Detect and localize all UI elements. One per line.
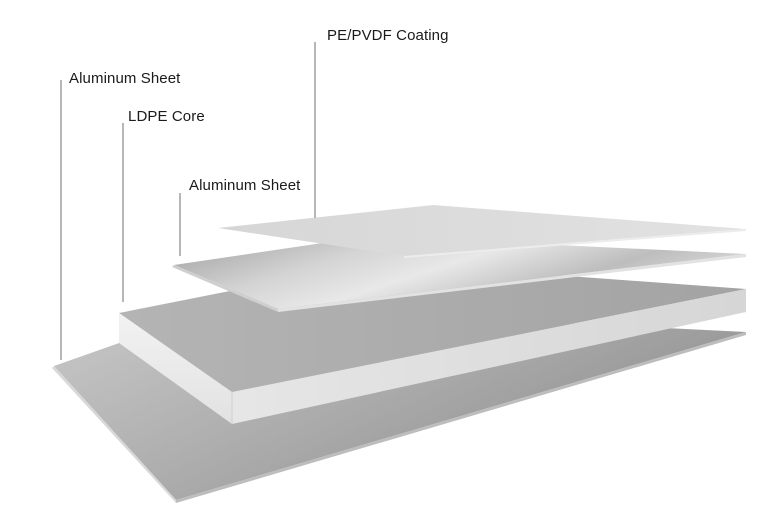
label-pe-pvdf-coating: PE/PVDF Coating [327,27,449,44]
layer-aluminum-top [172,236,746,312]
label-aluminum-sheet-bottom: Aluminum Sheet [69,70,181,87]
layer-pe-pvdf-coating [218,205,746,258]
label-aluminum-sheet-top: Aluminum Sheet [189,177,301,194]
leader-lines [60,42,316,360]
label-ldpe-core: LDPE Core [128,108,205,125]
